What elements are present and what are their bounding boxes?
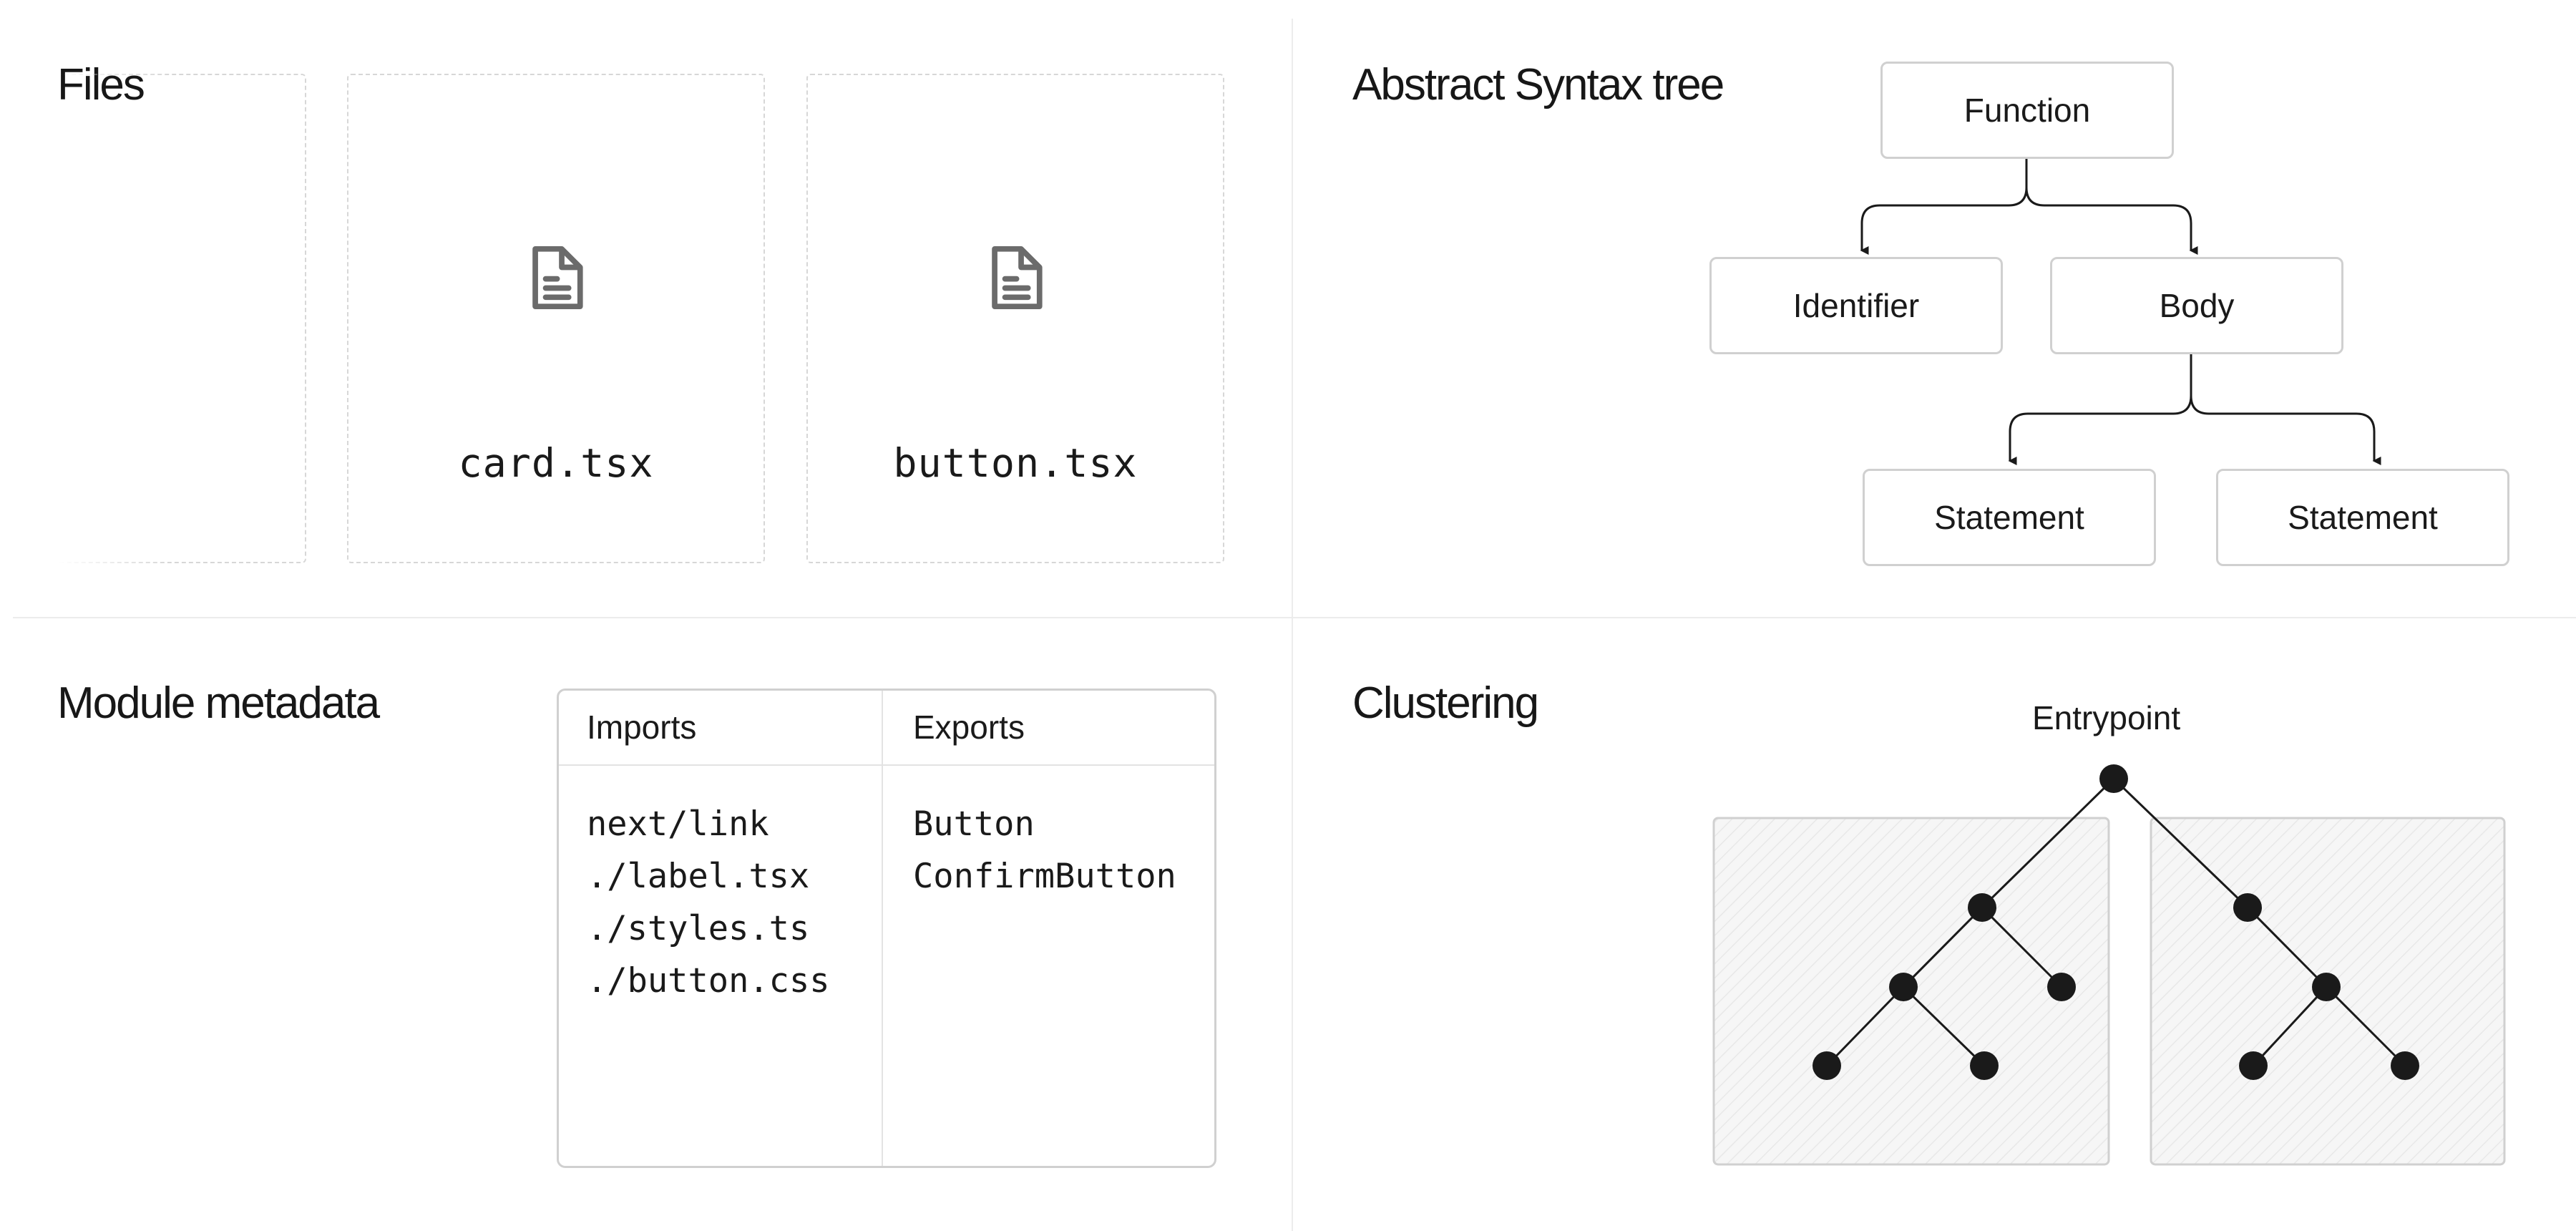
import-item: ./styles.ts <box>587 909 810 948</box>
graph-node <box>2391 1051 2419 1080</box>
metadata-table: Imports Exports next/link ./label.tsx ./… <box>557 689 1216 1168</box>
graph-node <box>1970 1051 1999 1080</box>
file-card-faded <box>57 74 306 563</box>
edge-body-statement-1 <box>2009 354 2192 461</box>
file-icon <box>992 245 1043 310</box>
edge <box>1902 906 1984 988</box>
export-item: Button <box>913 804 1035 844</box>
graph-node <box>1813 1051 1841 1080</box>
graph-node <box>2312 973 2341 1001</box>
graph-node <box>1968 893 1996 922</box>
clustering-title: Clustering <box>1352 678 1539 728</box>
file-name: card.tsx <box>458 440 654 486</box>
horizontal-divider <box>13 617 2576 618</box>
exports-header: Exports <box>913 709 1025 746</box>
imports-list: next/link ./label.tsx ./styles.ts ./butt… <box>587 798 830 1007</box>
file-name: button.tsx <box>893 440 1138 486</box>
file-card-button-tsx[interactable]: button.tsx <box>806 74 1224 563</box>
module-metadata-title: Module metadata <box>57 678 380 728</box>
import-item: ./button.css <box>587 961 830 1001</box>
graph-node <box>2233 893 2262 922</box>
edge <box>1902 986 1986 1067</box>
file-icon <box>532 245 583 310</box>
ast-node-function[interactable]: Function <box>1880 62 2174 159</box>
import-item: next/link <box>587 804 769 844</box>
entrypoint-node <box>2099 764 2128 793</box>
ast-node-statement-1[interactable]: Statement <box>1863 469 2156 566</box>
graph-node <box>1889 973 1918 1001</box>
column-divider <box>882 691 883 1166</box>
files-title: Files <box>57 60 145 110</box>
edge-function-body <box>2025 159 2192 250</box>
edge <box>2246 906 2328 988</box>
edge <box>2252 986 2328 1067</box>
ast-node-statement-2[interactable]: Statement <box>2216 469 2509 566</box>
edge-body-statement-2 <box>2190 354 2376 461</box>
edge <box>2112 777 2249 909</box>
export-item: ConfirmButton <box>913 857 1176 896</box>
edge-function-identifier <box>1860 159 2028 250</box>
edge <box>1825 986 1905 1067</box>
edge <box>1981 906 2063 988</box>
header-divider <box>559 764 1214 766</box>
file-card-card-tsx[interactable]: card.tsx <box>347 74 765 563</box>
ast-title: Abstract Syntax tree <box>1352 60 1724 110</box>
ast-connectors <box>1860 159 2381 465</box>
graph-node <box>2239 1051 2268 1080</box>
entrypoint-label: Entrypoint <box>2032 699 2181 736</box>
import-item: ./label.tsx <box>587 857 810 896</box>
vertical-divider <box>1292 19 1293 1231</box>
imports-header: Imports <box>587 709 697 746</box>
edge <box>1981 777 2115 909</box>
ast-node-body[interactable]: Body <box>2050 257 2343 354</box>
edge <box>2325 986 2406 1067</box>
ast-node-identifier[interactable]: Identifier <box>1709 257 2003 354</box>
graph-node <box>2047 973 2076 1001</box>
exports-list: Button ConfirmButton <box>913 798 1176 902</box>
